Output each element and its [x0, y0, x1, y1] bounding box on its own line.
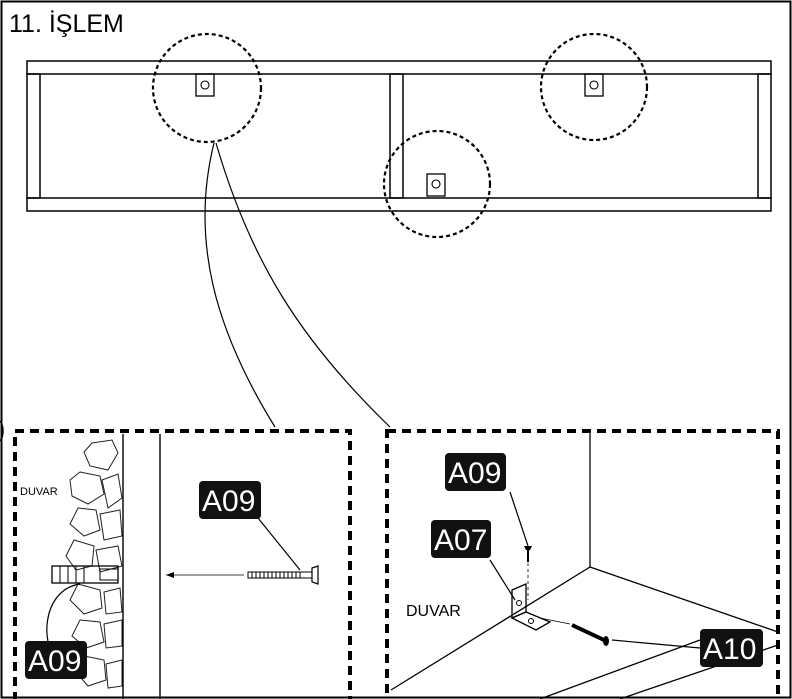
left-detail-panel: DUVAR — [13, 429, 352, 699]
right-detail-panel: DUVAR A09 A07 — [385, 429, 780, 699]
left-wall-label: DUVAR — [20, 486, 58, 498]
svg-text:A10: A10 — [703, 633, 756, 666]
callout-curve-left — [204, 142, 276, 428]
shelf-unit — [26, 32, 772, 239]
svg-text:A07: A07 — [434, 524, 487, 557]
right-detail-frame — [385, 429, 780, 699]
focus-circle-center — [382, 129, 492, 239]
shelf-divider — [389, 73, 404, 199]
right-wall-label: DUVAR — [406, 603, 461, 620]
anchor-direction — [539, 617, 571, 625]
cabinet-edge-floor — [589, 566, 779, 633]
svg-text:A09: A09 — [202, 485, 255, 518]
screw-direction-arrow — [166, 572, 174, 578]
shelf-top-board — [26, 60, 772, 75]
edge-mark — [0, 420, 4, 442]
focus-circle-left — [151, 32, 263, 144]
step-title: 11. İŞLEM — [9, 9, 124, 38]
callout-curve-right — [215, 142, 391, 428]
screw — [247, 565, 319, 585]
shelf-edge-upper — [390, 566, 591, 691]
bracket-center — [426, 173, 446, 197]
anchor-part-label: A10 — [700, 629, 763, 667]
small-screw — [524, 546, 532, 562]
svg-text:A09: A09 — [28, 645, 81, 678]
left-detail-frame — [13, 429, 352, 699]
shelf-left-side — [26, 73, 41, 199]
bracket-part-label: A07 — [431, 520, 491, 558]
right-screw-part-label: A09 — [445, 453, 506, 491]
shelf-right-side — [757, 73, 772, 199]
shelf-bottom-board — [26, 197, 772, 212]
bracket-right — [584, 73, 604, 97]
anchor-screw — [571, 623, 609, 646]
screw-part-label: A09 — [199, 481, 261, 519]
stone-wall — [65, 439, 123, 689]
a09-leader — [509, 491, 529, 547]
svg-text:A09: A09 — [448, 457, 501, 490]
plug-part-label: A09 — [25, 641, 87, 679]
focus-circle-right — [539, 32, 649, 142]
screw-leader — [257, 517, 301, 571]
l-bracket — [510, 583, 552, 631]
a07-leader — [489, 559, 516, 601]
a10-leader — [611, 639, 701, 649]
wall-plug — [51, 565, 119, 584]
shelf-front-edge-1 — [539, 639, 701, 699]
bracket-left — [195, 73, 215, 97]
